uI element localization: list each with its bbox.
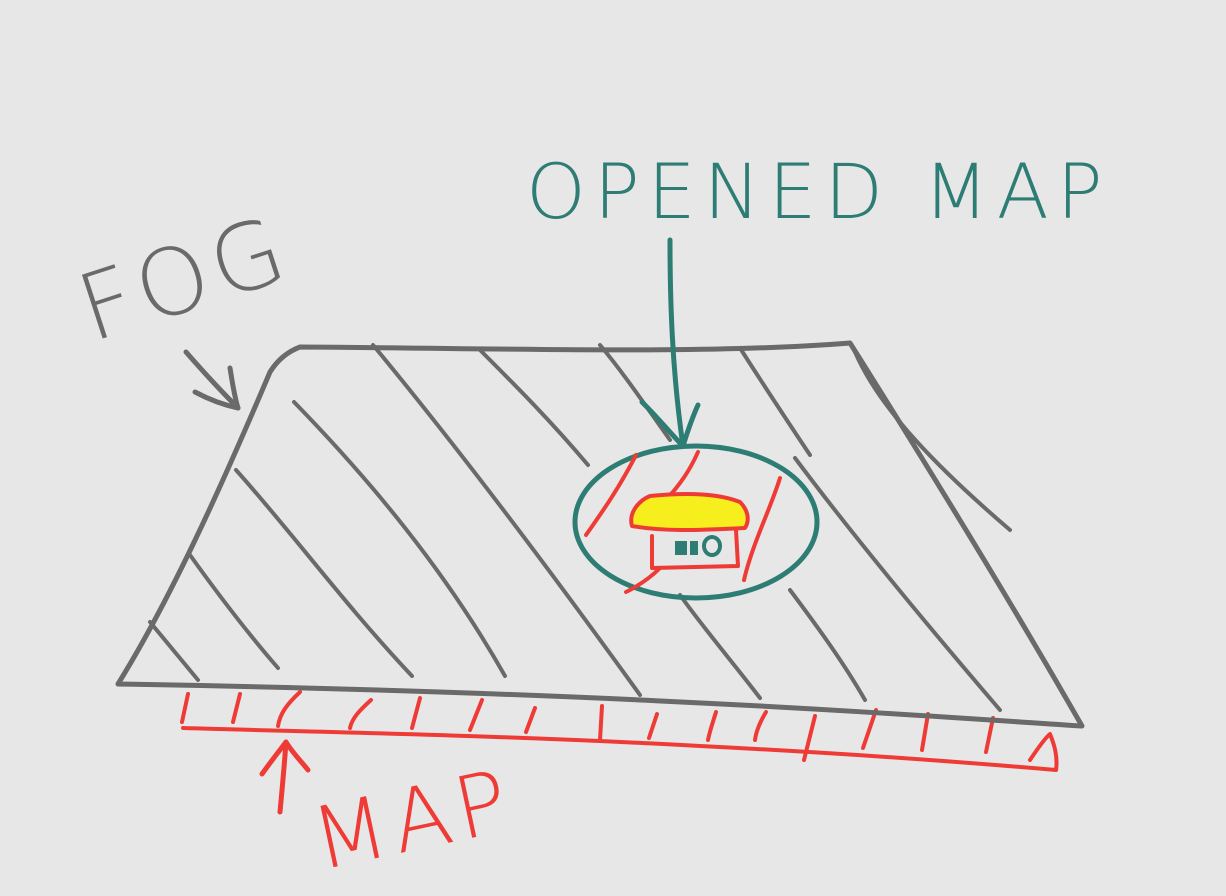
fog-outline xyxy=(115,340,1085,729)
opened-map-circle xyxy=(572,443,820,601)
house-icon xyxy=(629,492,750,570)
house-window-left xyxy=(675,541,687,555)
fog-layer xyxy=(115,340,1085,729)
house-window-round xyxy=(702,535,722,557)
house-walls xyxy=(650,528,740,570)
map-base-end xyxy=(1028,732,1059,772)
opened-map-label-group: OPENED MAP xyxy=(526,147,1111,449)
opened-map-label: OPENED MAP xyxy=(526,147,1111,236)
map-label: MAP xyxy=(304,751,523,891)
map-base-strip xyxy=(180,690,1059,772)
map-label-group: MAP xyxy=(259,739,523,891)
map-base-line xyxy=(181,726,1058,772)
map-hatch-marks xyxy=(180,690,995,762)
map-arrow-icon xyxy=(259,739,311,815)
fog-label: FOG xyxy=(66,195,303,363)
house-roof xyxy=(629,492,750,532)
fog-arrow-icon xyxy=(183,349,241,411)
fog-hatch-lines xyxy=(148,343,1012,712)
opened-map-reveal xyxy=(572,443,820,601)
house-window-mid xyxy=(690,541,698,555)
